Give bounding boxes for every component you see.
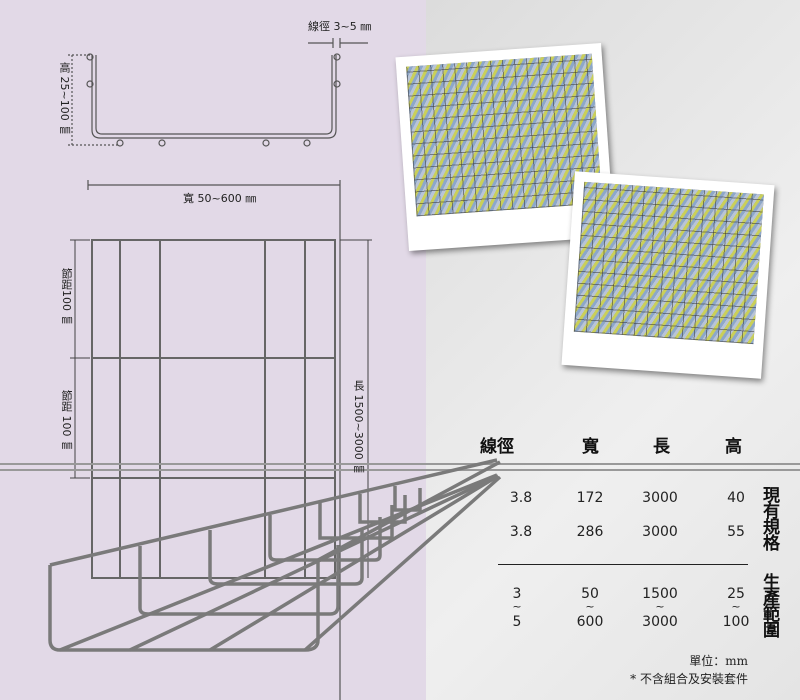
existing-spec-label: 現有規格: [759, 486, 779, 550]
range-sep: ~: [585, 600, 595, 613]
header-height: 高: [725, 437, 742, 457]
table-cell: 3.8: [509, 490, 533, 506]
range-sep: ~: [512, 600, 522, 613]
tray-perspective: [48, 458, 502, 652]
wire-diameter-label: 線徑 3~5 ㎜: [308, 20, 372, 33]
header-wire-diameter: 線徑: [480, 437, 514, 457]
range-sep: ~: [655, 600, 665, 613]
width-label: 寬 50~600 ㎜: [183, 192, 257, 205]
pitch-label-2: 節距 100 ㎜: [60, 390, 73, 451]
range-sep: ~: [731, 600, 741, 613]
dimension-lines: [70, 239, 372, 578]
header-width: 寬: [582, 437, 599, 457]
range-min: 50: [581, 586, 599, 602]
table-cell: 3.8: [509, 524, 533, 540]
background-rail: [0, 463, 800, 471]
range-min: 3: [512, 586, 522, 602]
production-range-label: 生產範圍: [759, 573, 779, 637]
plan-view-grid: [91, 239, 336, 579]
table-cell: 3000: [642, 524, 678, 540]
table-cell: 3000: [642, 490, 678, 506]
range-max: 600: [576, 614, 604, 630]
header-length: 長: [653, 437, 670, 457]
range-min: 25: [727, 586, 745, 602]
table-cell: 286: [576, 524, 604, 540]
installation-photo-2: [561, 171, 775, 379]
height-label: 高 25~100 ㎜: [58, 62, 71, 136]
cross-section-view: [68, 38, 368, 700]
range-min: 1500: [642, 586, 678, 602]
length-label: 長 1500~3000 ㎜: [352, 380, 365, 475]
range-max: 100: [722, 614, 750, 630]
footnote: * 不含組合及安裝套件: [630, 672, 748, 686]
table-cell: 172: [576, 490, 604, 506]
pitch-label-1: 節距100 ㎜: [60, 268, 73, 326]
table-cell: 55: [727, 524, 745, 540]
unit-note: 單位：mm: [689, 654, 748, 668]
table-cell: 40: [727, 490, 745, 506]
range-max: 5: [512, 614, 522, 630]
range-max: 3000: [642, 614, 678, 630]
table-divider: [498, 564, 748, 565]
